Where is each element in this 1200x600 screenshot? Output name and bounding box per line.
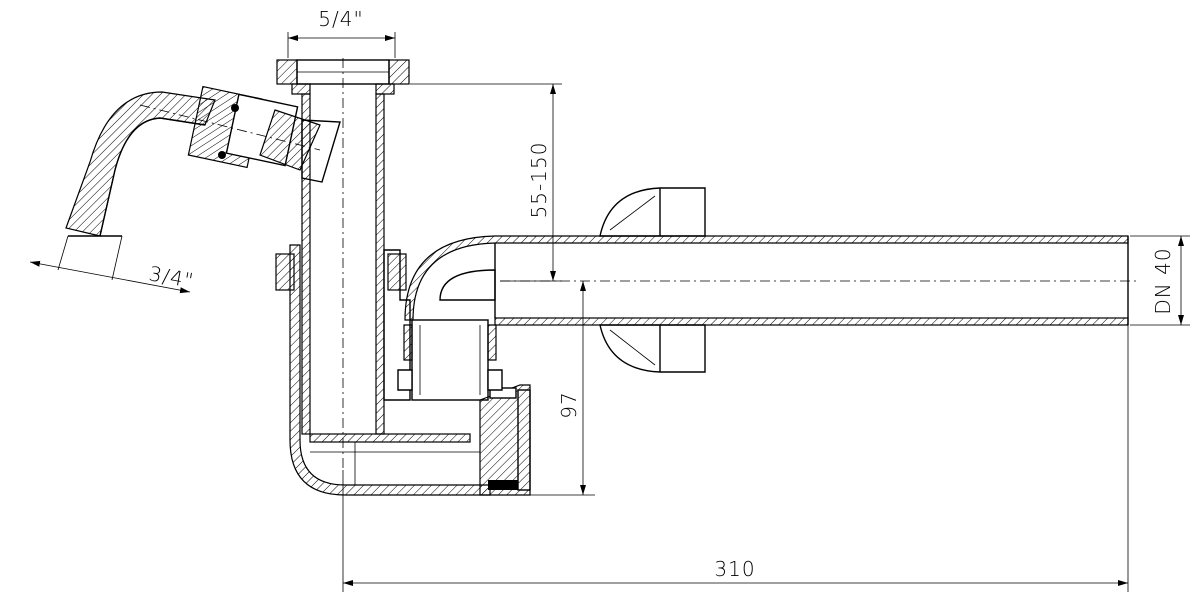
side-inlet-elbow xyxy=(65,85,341,237)
wall-rosette xyxy=(599,187,706,373)
dimension-label-outlet-size: DN 40 xyxy=(1151,247,1175,314)
dimension-height-range: 55-150 xyxy=(410,83,562,282)
dimension-trap-height: 97 xyxy=(530,281,595,496)
dimension-inlet-top: 5/4" xyxy=(287,7,396,58)
dimension-side-inlet: 3/4" xyxy=(29,235,196,294)
dimension-overall-length: 310 xyxy=(342,325,1129,592)
riser-connector xyxy=(397,319,503,401)
dimension-label-height-range: 55-150 xyxy=(527,142,551,219)
dimension-outlet-size: DN 40 xyxy=(1130,235,1190,326)
vertical-tailpipe xyxy=(301,58,385,470)
dimension-label-trap-height: 97 xyxy=(557,391,581,418)
cleanout-cap xyxy=(479,384,531,496)
dimension-label-inlet-top: 5/4" xyxy=(318,7,363,31)
outlet-pipe xyxy=(404,235,1140,326)
dimension-label-overall-length: 310 xyxy=(714,557,755,581)
inlet-nut xyxy=(276,59,410,95)
dimension-label-side-inlet: 3/4" xyxy=(147,261,196,293)
